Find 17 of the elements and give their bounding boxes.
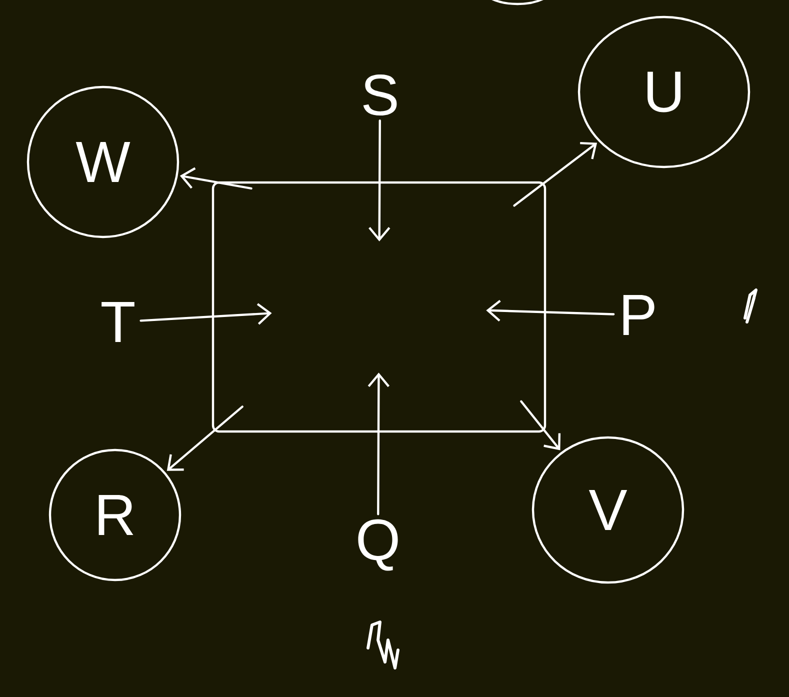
input-label: S bbox=[363, 74, 397, 116]
circle-node: U bbox=[578, 16, 750, 168]
circle-node: W bbox=[26, 86, 180, 238]
input-label: T bbox=[102, 302, 134, 342]
arrow bbox=[486, 300, 615, 322]
circle-node: R bbox=[48, 448, 182, 582]
circle-node: V bbox=[532, 436, 684, 584]
arrow bbox=[520, 400, 561, 450]
input-label: Q bbox=[358, 519, 398, 571]
arrow bbox=[368, 120, 390, 242]
arrow bbox=[140, 303, 272, 325]
arrow bbox=[180, 167, 252, 190]
input-label: P bbox=[623, 295, 654, 335]
arrow bbox=[368, 372, 390, 516]
arrow bbox=[166, 406, 244, 471]
process-box bbox=[212, 181, 546, 433]
arrow bbox=[513, 142, 598, 207]
